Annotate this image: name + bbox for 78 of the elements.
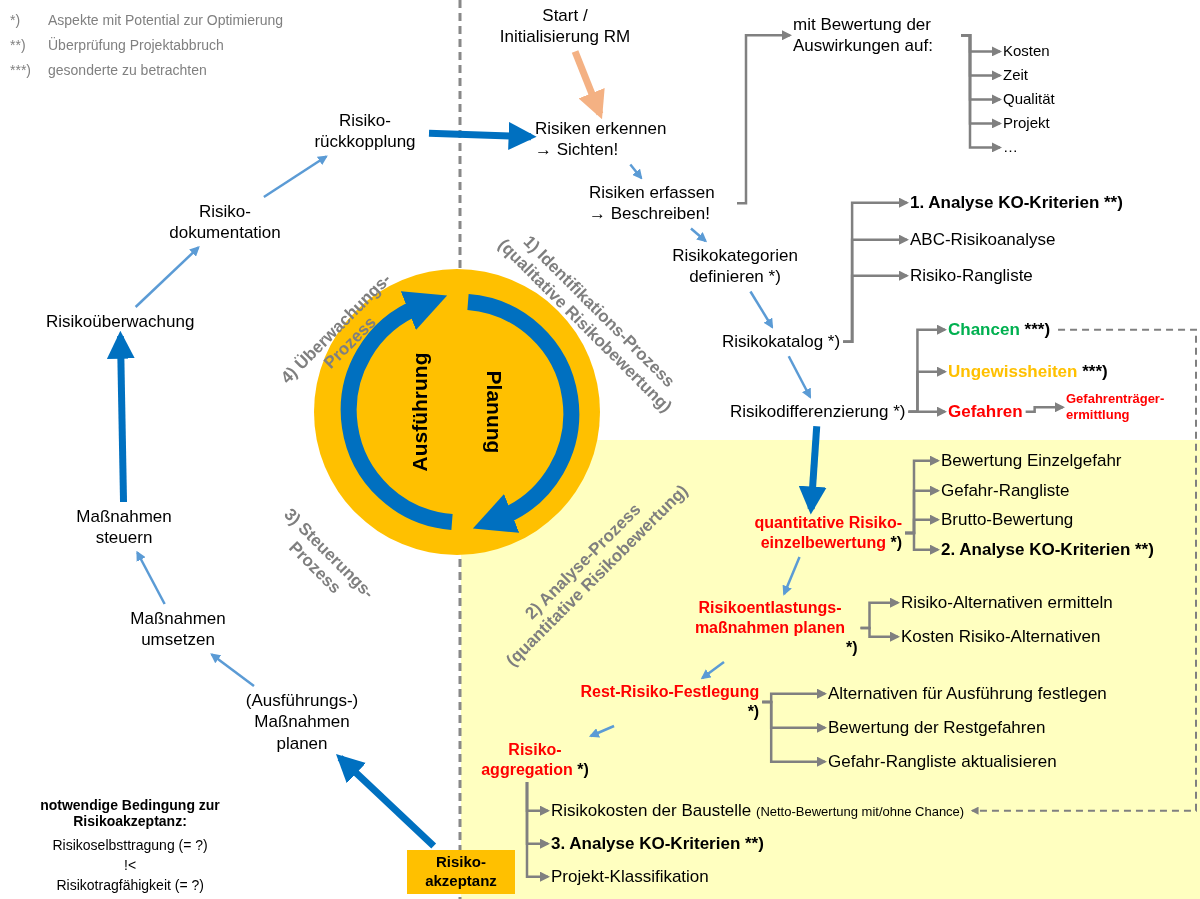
sub-item: Qualität — [1003, 90, 1055, 109]
condition-text: Risikotragfähigkeit (= ?) — [56, 877, 204, 893]
arrow — [905, 531, 940, 555]
footnote-mark: ***) — [10, 62, 31, 78]
sub-item: Zeit — [1003, 66, 1028, 85]
process-step: Risikoüberwachung — [46, 311, 195, 333]
process-step: quantitative Risiko- einzelbewertung *) — [717, 513, 902, 553]
sub-item: Projekt — [1003, 114, 1050, 133]
arrow — [525, 782, 550, 882]
arrow — [749, 290, 774, 329]
dashed-arrow — [970, 328, 1197, 815]
process-step: Maßnahmen umsetzen — [122, 608, 234, 651]
sub-item: Gefahren — [948, 401, 1023, 423]
arrow — [210, 653, 255, 687]
arrow — [782, 556, 801, 596]
sub-item: Gefahrenträger- ermittlung — [1066, 391, 1184, 424]
sub-item: Kosten — [1003, 42, 1050, 61]
process-step: mit Bewertung der Auswirkungen auf: — [793, 14, 958, 57]
sub-item: Gefahr-Rangliste aktualisieren — [828, 751, 1057, 773]
arrow — [843, 270, 909, 343]
process-step: Risikodifferenzierung *) — [730, 401, 906, 423]
process-step: Risikoentlastungs- maßnahmen planen *) — [682, 598, 858, 658]
sub-item: Risiko-Rangliste — [910, 265, 1033, 287]
process-step: Risikokategorien definieren *) — [662, 245, 808, 288]
footnote-text: Überprüfung Projektabbruch — [48, 37, 224, 53]
arrow — [737, 30, 792, 205]
arrow — [860, 626, 900, 642]
condition-text: Risikoselbsttragung (= ?) — [52, 837, 208, 853]
footnote-mark: **) — [10, 37, 26, 53]
process-step: Maßnahmen steuern — [68, 506, 180, 549]
arrow — [629, 163, 643, 180]
sub-item: 1. Analyse KO-Kriterien **) — [910, 192, 1123, 214]
sub-item: Kosten Risiko-Alternativen — [901, 626, 1101, 648]
arrow — [571, 50, 605, 120]
sub-item: Chancen ***) — [948, 319, 1051, 341]
process-step: Risiko- dokumentation — [162, 201, 288, 244]
sub-item: 3. Analyse KO-Kriterien **) — [551, 833, 764, 855]
sub-item: ABC-Risikoanalyse — [910, 229, 1056, 251]
process-step: Risiko- aggregation *) — [474, 740, 596, 780]
sub-item: Ungewissheiten ***) — [948, 361, 1108, 383]
sub-item: Alternativen für Ausführung festlegen — [828, 683, 1107, 705]
condition-heading: notwendige Bedingung zur Risikoakzeptanz: — [39, 797, 221, 829]
process-step: Risikokatalog *) — [722, 331, 841, 353]
sub-item: … — [1003, 138, 1018, 157]
footnote-text: Aspekte mit Potential zur Optimierung — [48, 12, 283, 28]
sub-item: Gefahr-Rangliste — [941, 480, 1070, 502]
arrow — [428, 121, 537, 150]
arrow — [263, 155, 328, 199]
footnote-mark: *) — [10, 12, 21, 28]
arrow — [787, 355, 812, 399]
arrow — [700, 661, 725, 680]
process-step: Risiko- rückkopplung — [305, 110, 425, 153]
sub-item: Bewertung Einzelgefahr — [941, 450, 1122, 472]
sub-item: Brutto-Bewertung — [941, 509, 1074, 531]
arrow — [908, 406, 947, 417]
sub-item: Bewertung der Restgefahren — [828, 717, 1046, 739]
process-step: Risiken erkennen → Sichten! — [535, 118, 685, 161]
arrow — [336, 753, 437, 849]
process-step: Start / Initialisierung RM — [491, 5, 639, 48]
arrow — [588, 724, 615, 738]
arrow — [690, 227, 708, 243]
process-step: Rest-Risiko-Festlegung *) — [580, 682, 760, 722]
sub-item: 2. Analyse KO-Kriterien **) — [941, 539, 1154, 561]
arrow — [961, 34, 1002, 153]
arrow — [762, 700, 827, 767]
process-step: (Ausführungs-) Maßnahmen planen — [237, 690, 367, 754]
sub-item: Projekt-Klassifikation — [551, 866, 709, 888]
sub-item: Risiko-Alternativen ermitteln — [901, 592, 1113, 614]
arrow — [1025, 402, 1065, 413]
footnote-text: gesonderte zu betrachten — [48, 62, 207, 78]
arrow — [136, 550, 166, 605]
arrow — [134, 246, 200, 308]
acceptance-box: Risiko- akzeptanz — [407, 850, 515, 894]
arrow — [798, 426, 827, 515]
process-step: Risiken erfassen → Beschreiben! — [589, 182, 734, 225]
arrow — [106, 330, 135, 503]
sub-item: Risikokosten der Baustelle (Netto-Bewertung mit/ohne Chance) — [551, 800, 965, 822]
condition-text: !< — [124, 857, 137, 873]
